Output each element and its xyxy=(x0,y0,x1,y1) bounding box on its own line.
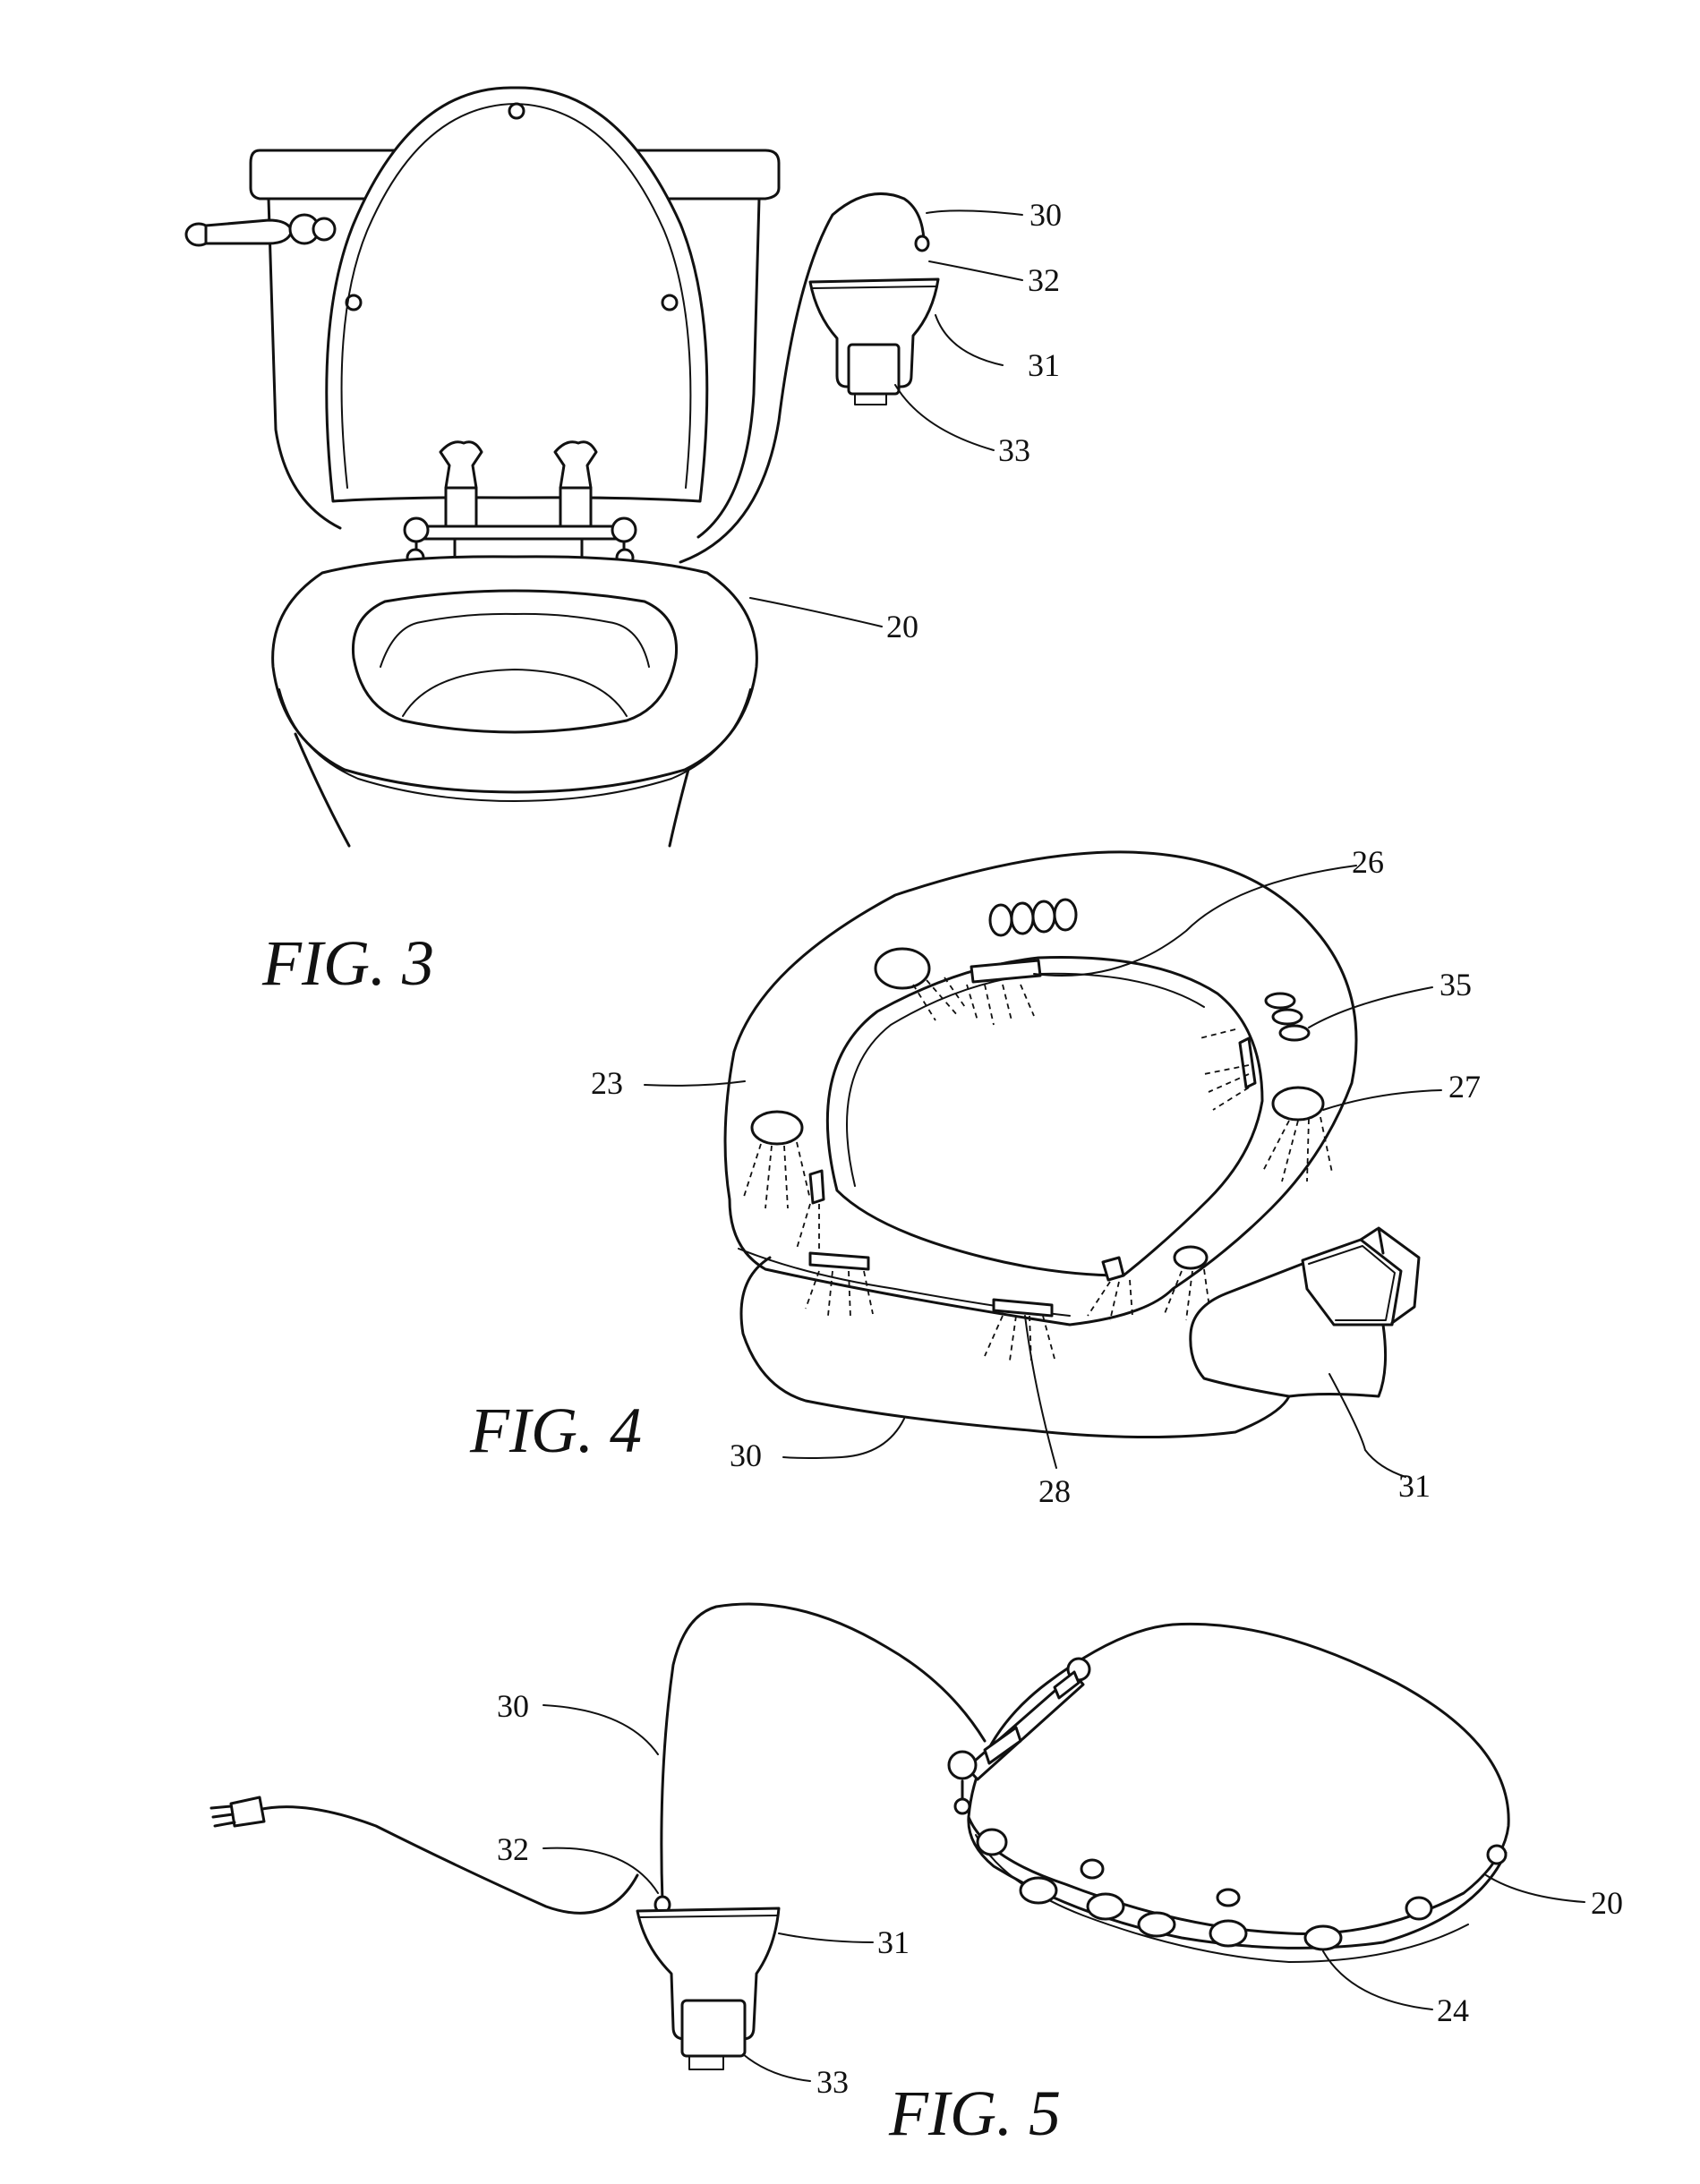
reservoir-5 xyxy=(636,1895,781,2070)
label-35: 35 xyxy=(1439,967,1472,1002)
hinge-assembly xyxy=(403,440,637,567)
figure-3: 30 32 31 33 20 FIG. 3 xyxy=(184,86,1062,999)
nozzle-32 xyxy=(914,235,930,252)
figure-5-title: FIG. 5 xyxy=(888,2077,1061,2149)
label-23: 23 xyxy=(591,1065,623,1101)
label-20: 20 xyxy=(1591,1885,1623,1921)
label-31: 31 xyxy=(1028,347,1060,383)
seat-opening xyxy=(351,589,679,734)
label-32: 32 xyxy=(497,1831,529,1867)
spray-pattern xyxy=(742,977,1333,1363)
seat-opening-4 xyxy=(825,956,1264,1277)
label-30: 30 xyxy=(497,1688,529,1724)
tank-left-side xyxy=(267,197,342,530)
figure-4-title: FIG. 4 xyxy=(469,1395,642,1466)
tank-right-side xyxy=(696,197,761,539)
label-26: 26 xyxy=(1352,844,1384,880)
pump-33 xyxy=(847,343,901,396)
label-20: 20 xyxy=(886,609,918,644)
flush-handle-icon xyxy=(184,213,337,247)
lid-bumper-left xyxy=(345,294,363,311)
tank-lid xyxy=(249,149,781,200)
bowl-interior-rim xyxy=(380,612,650,668)
bowl-left xyxy=(294,732,351,848)
label-27: 27 xyxy=(1448,1069,1481,1105)
spray-outlets xyxy=(808,959,1257,1318)
bumpers-24 xyxy=(976,1828,1508,1951)
label-28: 28 xyxy=(1038,1473,1071,1509)
power-cord xyxy=(256,1805,639,1915)
label-32: 32 xyxy=(1028,262,1060,298)
jet-27 xyxy=(1271,1086,1325,1122)
supply-tube-5 xyxy=(660,1602,987,1904)
figure-3-title: FIG. 3 xyxy=(261,927,434,999)
hinge-assembly-5 xyxy=(947,1657,1091,1815)
lid-edge xyxy=(967,1815,1508,1949)
label-31: 31 xyxy=(1398,1468,1431,1504)
jets xyxy=(750,947,1325,1270)
label-30: 30 xyxy=(1029,197,1062,233)
label-31: 31 xyxy=(877,1924,910,1960)
raised-lid xyxy=(325,86,709,503)
plug-icon xyxy=(209,1796,266,1828)
figure-4: 26 35 27 23 30 28 31 FIG. 4 xyxy=(469,844,1481,1509)
label-33: 33 xyxy=(816,2064,849,2100)
lid-bumper-top xyxy=(508,102,525,120)
label-24: 24 xyxy=(1437,1992,1469,2028)
opening-lip xyxy=(846,972,1205,1187)
label-30: 30 xyxy=(730,1438,762,1473)
supply-tube xyxy=(679,192,926,564)
lid-bumper-right xyxy=(661,294,679,311)
figure-5: 30 32 31 33 20 24 FIG. 5 xyxy=(209,1602,1623,2149)
seat-underside-edge xyxy=(278,688,751,802)
control-buttons xyxy=(988,898,1311,1042)
outlet-26 xyxy=(970,959,1042,984)
bowl-water-line xyxy=(402,669,628,717)
reservoir-4 xyxy=(1189,1226,1421,1398)
label-33: 33 xyxy=(998,432,1030,468)
button-35 xyxy=(1264,992,1296,1010)
outlet-28 xyxy=(992,1298,1054,1318)
supply-tube-4 xyxy=(739,1256,1291,1439)
pump-33 xyxy=(680,1999,747,2058)
reservoir xyxy=(808,235,940,405)
